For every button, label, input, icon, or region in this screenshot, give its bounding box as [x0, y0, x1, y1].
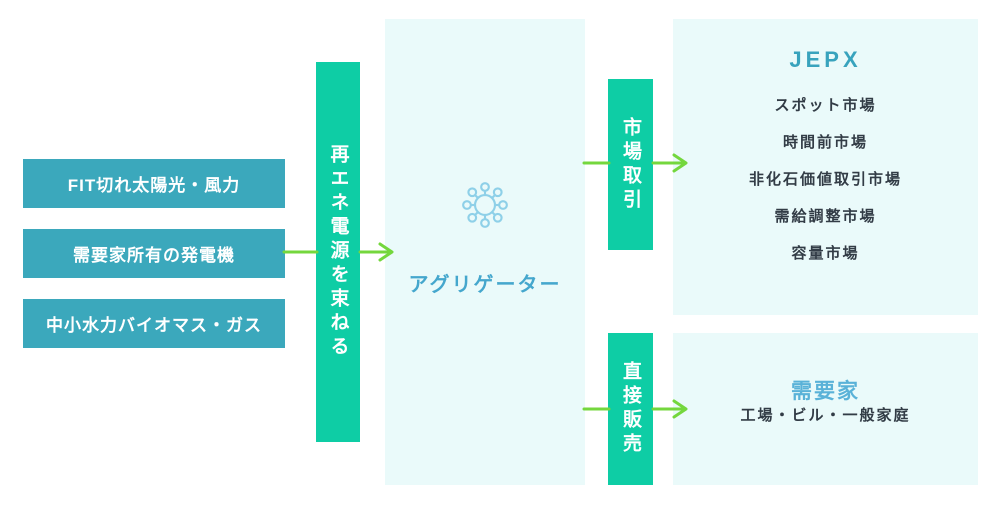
- jepx-market-list: スポット市場 時間前市場 非化石価値取引市場 需給調整市場 容量市場: [673, 98, 978, 262]
- source-label: 中小水力バイオマス・ガス: [46, 316, 262, 335]
- source-label: FIT切れ太陽光・風力: [67, 176, 241, 195]
- source-label: 需要家所有の発電機: [73, 246, 235, 265]
- direct-sales-bar: 直接販売: [608, 333, 653, 485]
- jepx-panel: JEPX スポット市場 時間前市場 非化石価値取引市場 需給調整市場 容量市場: [673, 19, 978, 315]
- aggregator-panel: アグリゲーター: [385, 19, 585, 485]
- jepx-market-nonfossil: 非化石価値取引市場: [748, 171, 902, 188]
- source-box-fit-expired-solar-wind: FIT切れ太陽光・風力: [23, 159, 285, 208]
- direct-sales-label: 直接販売: [620, 361, 641, 457]
- aggregator-label: アグリゲーター: [408, 274, 562, 296]
- jepx-title: JEPX: [789, 47, 862, 72]
- bundle-renewables-label: 再エネ電源を束ねる: [327, 144, 349, 360]
- consumers-subtitle: 工場・ビル・一般家庭: [740, 407, 911, 424]
- jepx-market-balancing: 需給調整市場: [774, 208, 877, 225]
- jepx-market-spot: スポット市場: [774, 97, 877, 114]
- market-trading-label: 市場取引: [620, 116, 641, 213]
- consumers-panel: 需要家 工場・ビル・一般家庭: [673, 333, 978, 485]
- source-box-consumer-owned-generators: 需要家所有の発電機: [23, 229, 285, 278]
- consumers-title: 需要家: [791, 380, 860, 403]
- jepx-market-capacity: 容量市場: [791, 245, 860, 262]
- hub-network-icon: [462, 182, 508, 228]
- bundle-renewables-bar: 再エネ電源を束ねる: [316, 62, 360, 442]
- source-box-small-hydro-biomass-gas: 中小水力バイオマス・ガス: [23, 299, 285, 348]
- jepx-market-intraday: 時間前市場: [782, 134, 868, 151]
- market-trading-bar: 市場取引: [608, 79, 653, 250]
